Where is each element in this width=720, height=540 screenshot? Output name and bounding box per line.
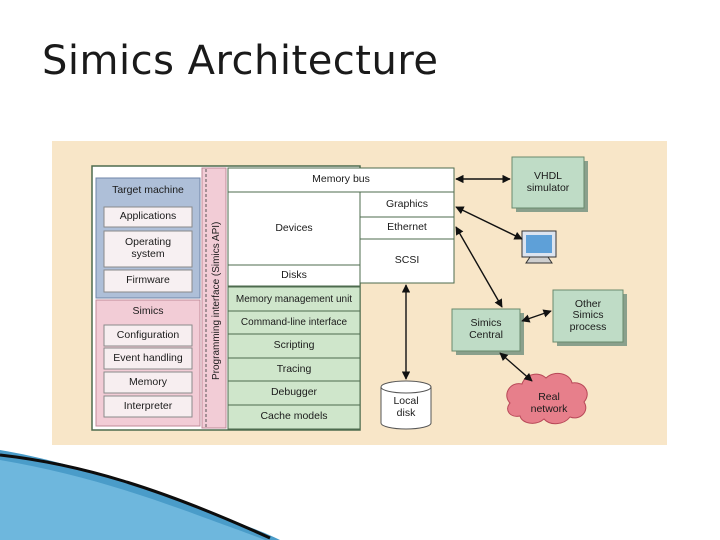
- vhdl-box: [511, 156, 585, 209]
- vhdl-label: VHDL simulator: [526, 169, 570, 194]
- architecture-diagram: Target machine Applications Operating sy…: [52, 141, 667, 445]
- local-disk-label: Local disk: [393, 395, 419, 419]
- configuration-label: Configuration: [116, 328, 180, 341]
- diagram-canvas: [91, 156, 627, 431]
- memory-label: Memory: [129, 375, 167, 388]
- arrow-central-other: [521, 309, 552, 323]
- firmware-box: [103, 269, 193, 293]
- cli-label: Command-line interface: [240, 317, 348, 328]
- mmu-box: [227, 286, 361, 312]
- memory-bus-label: Memory bus: [312, 173, 370, 186]
- operating-system-label: Operating system: [124, 236, 172, 260]
- arrow-graphics-monitor: [455, 206, 523, 240]
- interpreter-label: Interpreter: [123, 399, 173, 412]
- event-handling-box: [103, 347, 193, 370]
- scsi-box: [359, 238, 455, 284]
- event-handling-label: Event handling: [113, 351, 183, 364]
- os-box: [103, 230, 193, 268]
- interpreter-box: [103, 395, 193, 418]
- other-simics-label: Other Simics process: [569, 297, 607, 333]
- memory-box: [103, 371, 193, 394]
- applications-label: Applications: [119, 210, 177, 223]
- graphics-box: [359, 191, 455, 218]
- decorative-swoosh: [0, 450, 280, 540]
- devices-label: Devices: [275, 221, 313, 234]
- devices-box: [227, 191, 361, 266]
- tracing-label: Tracing: [276, 362, 312, 375]
- cache-models-label: Cache models: [260, 410, 328, 423]
- arrow-central-network: [499, 352, 533, 382]
- target-machine-label: Target machine: [112, 184, 184, 197]
- firmware-label: Firmware: [126, 274, 170, 287]
- scsi-label: SCSI: [394, 254, 420, 267]
- disks-label: Disks: [281, 268, 307, 281]
- arrow-ethernet-central: [455, 226, 503, 308]
- disks-box: [227, 264, 361, 287]
- local-disk-icon: [380, 380, 432, 430]
- debugger-label: Debugger: [270, 386, 318, 399]
- real-network-label: Real network: [530, 391, 568, 415]
- scripting-box: [227, 333, 361, 359]
- ethernet-label: Ethernet: [387, 221, 427, 234]
- graphics-label: Graphics: [385, 197, 428, 210]
- slide-title: Simics Architecture: [42, 38, 439, 84]
- monitor-icon: [521, 230, 557, 264]
- simics-label: Simics: [132, 305, 164, 318]
- api-label: Programming interface (Simics API): [211, 221, 222, 381]
- applications-box: [103, 206, 193, 228]
- scripting-label: Scripting: [273, 339, 315, 352]
- configuration-box: [103, 324, 193, 347]
- simics-central-label: Simics Central: [469, 317, 503, 341]
- cache-models-box: [227, 404, 361, 430]
- simics-central-box: [451, 308, 521, 352]
- other-simics-box: [552, 289, 624, 343]
- mmu-label: Memory management unit: [235, 293, 353, 305]
- debugger-box: [227, 380, 361, 406]
